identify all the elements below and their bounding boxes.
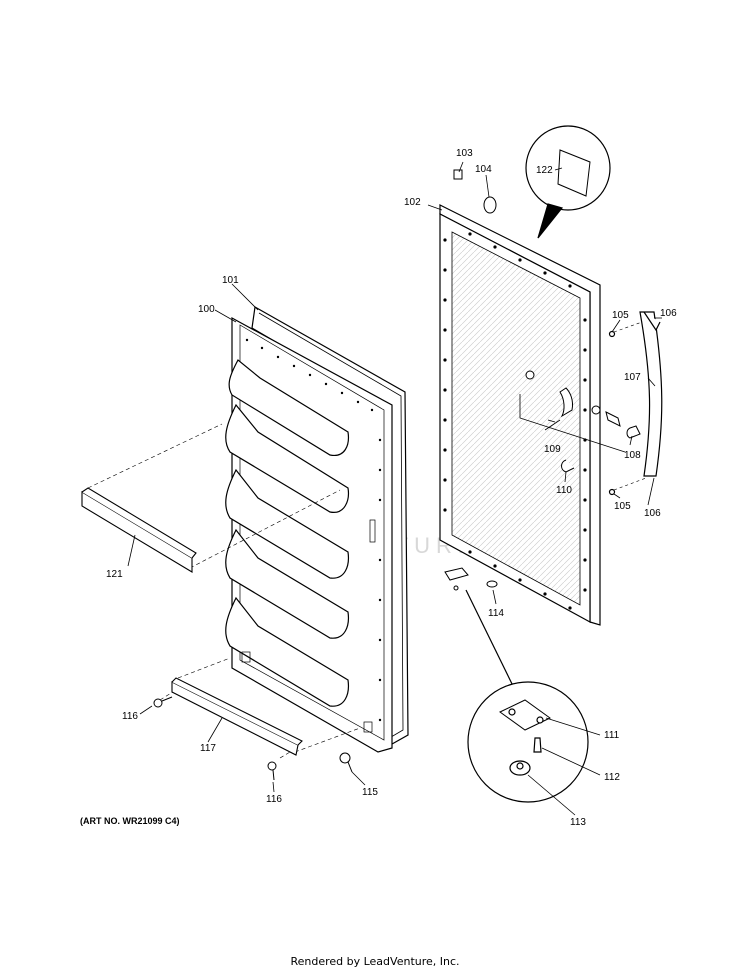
hinge-parts xyxy=(444,567,498,591)
callout-106-top: 106 xyxy=(660,308,677,319)
panel-holes xyxy=(443,232,587,610)
callout-122: 122 xyxy=(536,165,553,176)
callout-100: 100 xyxy=(198,304,215,315)
bottom-bar-117 xyxy=(171,677,303,756)
callout-116-left: 116 xyxy=(122,711,138,722)
outer-door-panel xyxy=(439,204,601,626)
door-handle xyxy=(608,311,663,496)
handle-dashed-lines xyxy=(613,321,647,491)
latch-parts xyxy=(525,370,641,473)
callout-109: 109 xyxy=(544,444,561,455)
callout-108: 108 xyxy=(624,450,641,461)
plug-103-cap-104 xyxy=(453,169,497,214)
art-number: (ART NO. WR21099 C4) xyxy=(80,816,180,826)
callout-leaders xyxy=(127,161,662,816)
callout-111: 111 xyxy=(604,730,620,741)
callout-107: 107 xyxy=(624,372,641,383)
callout-113: 113 xyxy=(570,817,586,828)
callout-104: 104 xyxy=(475,164,492,175)
callout-105-bottom: 105 xyxy=(614,501,631,512)
callout-labels: 100 101 102 103 104 122 105 106 107 108 … xyxy=(106,148,677,828)
callout-102: 102 xyxy=(404,197,421,208)
shelf-bar-121 xyxy=(81,487,197,573)
callout-110: 110 xyxy=(556,485,572,496)
callout-115: 115 xyxy=(362,787,378,798)
callout-106-bottom: 106 xyxy=(644,508,661,519)
callout-103: 103 xyxy=(456,148,473,159)
callout-101: 101 xyxy=(222,275,239,286)
footer-credit: Rendered by LeadVenture, Inc. xyxy=(290,955,460,968)
detail-circle-122 xyxy=(525,125,611,239)
callout-105-top: 105 xyxy=(612,310,629,321)
screws-116-115 xyxy=(153,696,353,781)
detail-circle-hinge xyxy=(467,681,589,803)
callout-117: 117 xyxy=(200,743,216,754)
callout-114: 114 xyxy=(488,608,504,619)
detail-leader xyxy=(465,589,515,689)
callout-112: 112 xyxy=(604,772,620,783)
inner-door-liner xyxy=(225,306,409,753)
callout-116-bottom: 116 xyxy=(266,794,282,805)
latch-leader-lines xyxy=(519,394,626,453)
callout-121: 121 xyxy=(106,569,123,580)
liner-holes xyxy=(245,338,382,722)
